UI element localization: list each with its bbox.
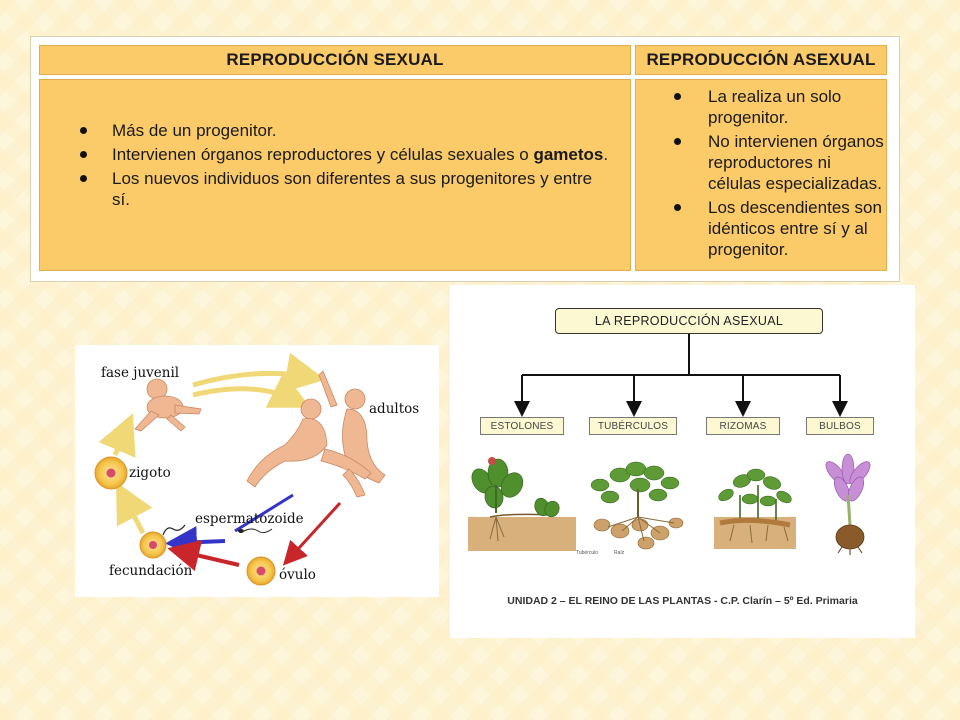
- arrow-juvenile-to-adults-2: [192, 371, 311, 408]
- sexual-trait-item: Más de un progenitor.: [80, 120, 612, 141]
- asexual-trait-item: La realiza un solo progenitor.: [674, 86, 888, 128]
- label-ovum: óvulo: [279, 567, 316, 583]
- sexual-trait-item: Los nuevos individuos son diferentes a s…: [80, 168, 612, 210]
- node-bulbs: BULBOS: [806, 417, 874, 435]
- tree-connectors: [514, 334, 848, 417]
- sexual-traits-list: Más de un progenitor. Intervienen órgano…: [80, 120, 612, 213]
- header-sexual-reproduction: REPRODUCCIÓN SEXUAL: [39, 45, 631, 75]
- node-tubers: TUBÉRCULOS: [589, 417, 677, 435]
- node-stolons: ESTOLONES: [480, 417, 564, 435]
- sperm-cell: [238, 528, 273, 534]
- tuber-caption: Tubérculo: [576, 550, 599, 556]
- asexual-tree-illustration: [468, 334, 871, 555]
- header-asexual-reproduction: REPRODUCCIÓN ASEXUAL: [635, 45, 887, 75]
- stolon-plant-illustration: [468, 457, 576, 551]
- adults-figure: [246, 370, 386, 498]
- gametos-term: gametos: [533, 145, 604, 164]
- asexual-tree-root-label: LA REPRODUCCIÓN ASEXUAL: [594, 314, 784, 328]
- sexual-life-cycle-diagram: fase juvenil adultos zigoto espermatozoi…: [75, 345, 439, 597]
- sperm-arrow: [165, 526, 226, 559]
- root-caption: Raíz: [614, 550, 625, 556]
- label-adults: adultos: [369, 401, 420, 417]
- juvenile-figure: [134, 378, 202, 432]
- arrow-juvenile-to-adults-1: [192, 352, 326, 393]
- asexual-trait-item: No intervienen órganos reproductores ni …: [674, 131, 888, 194]
- sexual-reproduction-cell: Más de un progenitor. Intervienen órgano…: [39, 79, 631, 271]
- label-zygote: zigoto: [129, 465, 171, 481]
- arrow-fecundation-to-zygote: [116, 481, 153, 535]
- asexual-reproduction-cell: La realiza un solo progenitor. No interv…: [635, 79, 887, 271]
- unit-footer-caption: UNIDAD 2 – EL REINO DE LAS PLANTAS - C.P…: [507, 595, 858, 607]
- zygote-cell: [94, 456, 128, 490]
- node-rhizomes: RIZOMAS: [706, 417, 780, 435]
- ovum-pathway-arrow: [282, 501, 342, 566]
- asexual-tree-root: LA REPRODUCCIÓN ASEXUAL: [555, 308, 823, 334]
- label-fertilization: fecundación: [109, 563, 193, 579]
- arrow-zygote-to-juvenile: [98, 413, 136, 458]
- bulb-plant-illustration: [825, 453, 871, 555]
- comparison-table: REPRODUCCIÓN SEXUAL REPRODUCCIÓN ASEXUAL…: [30, 36, 900, 282]
- life-cycle-illustration: [94, 352, 386, 586]
- fecundation-cell: [139, 524, 186, 559]
- header-asexual-text: REPRODUCCIÓN ASEXUAL: [646, 50, 876, 69]
- sexual-trait-item: Intervienen órganos reproductores y célu…: [80, 144, 612, 165]
- asexual-traits-list: La realiza un solo progenitor. No interv…: [674, 86, 888, 263]
- asexual-reproduction-diagram: LA REPRODUCCIÓN ASEXUAL ESTOLONES TUBÉRC…: [450, 285, 915, 638]
- sperm-pathway-arrow: [234, 493, 294, 533]
- tuber-plant-illustration: [590, 461, 684, 550]
- label-juvenile-phase: fase juvenil: [101, 365, 180, 381]
- ovum-to-fecundation-arrow: [167, 539, 240, 572]
- rhizome-plant-illustration: [714, 468, 796, 549]
- asexual-trait-item: Los descendientes son idénticos entre sí…: [674, 197, 888, 260]
- ovum-cell: [246, 556, 276, 586]
- header-sexual-text: REPRODUCCIÓN SEXUAL: [226, 50, 444, 69]
- label-sperm: espermatozoide: [195, 511, 304, 527]
